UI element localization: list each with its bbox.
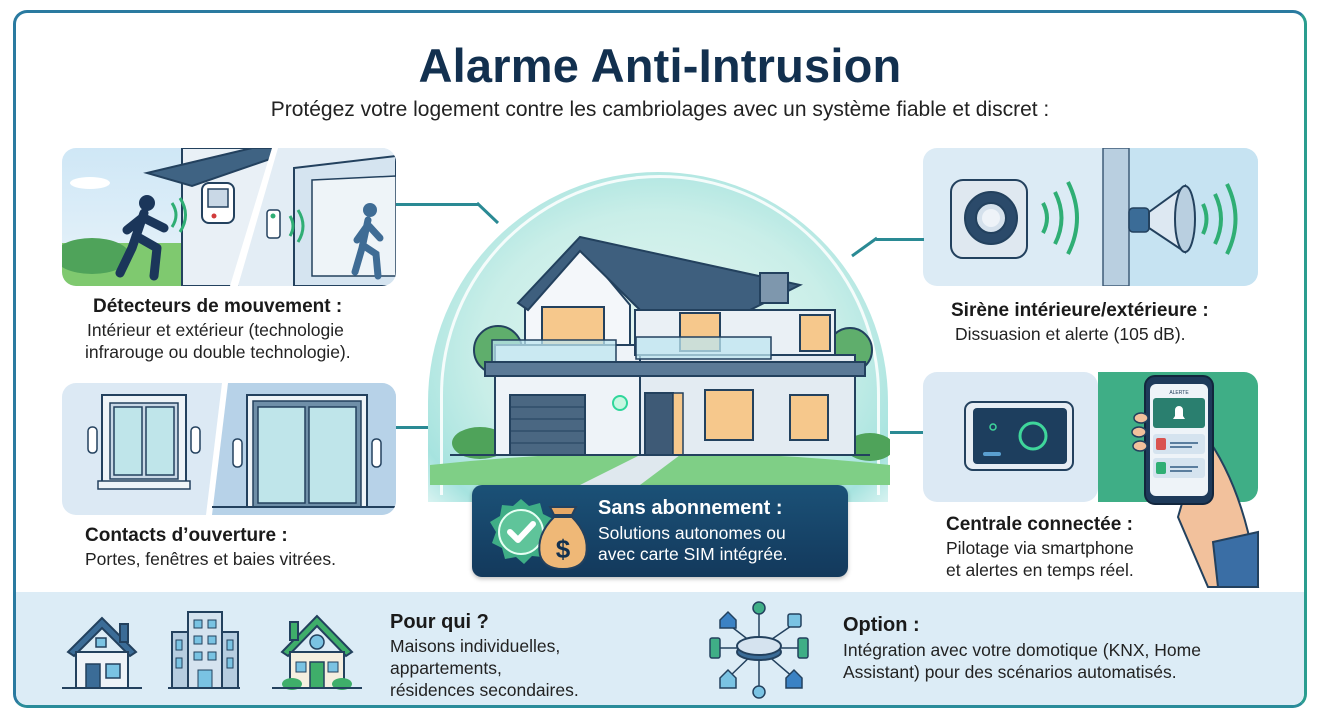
connector-motion [396,203,478,206]
money-bag-icon: $ [538,506,588,571]
no-subscription-desc-1: Solutions autonomes ou [598,523,786,543]
motion-detectors-desc-2: infrarouge ou double technologie). [85,342,351,362]
svg-text:$: $ [556,534,571,564]
apartment-building-icon [168,611,240,689]
motion-detectors-title: Détecteurs de mouvement : [93,296,343,317]
for-whom-line-2: appartements, [390,658,502,678]
opening-contacts-title: Contacts d’ouverture : [85,525,288,546]
connector-siren-diagonal [851,236,878,258]
house-icon [62,616,142,689]
opening-contacts-desc: Portes, fenêtres et baies vitrées. [85,549,336,569]
connected-hub-title: Centrale connectée : [946,514,1133,535]
connector-contacts [396,426,431,429]
connected-hub-illustration: ALERTE [923,372,1260,588]
no-subscription-title: Sans abonnement : [598,497,783,519]
for-whom-title: Pour qui ? [390,611,489,633]
siren-desc: Dissuasion et alerte (105 dB). [955,324,1186,344]
no-subscription-banner: $ Sans abonnement : Solutions autonomes … [472,485,848,577]
connector-hub [890,431,923,434]
connector-siren [876,238,924,241]
connected-hub-desc-2: et alertes en temps réel. [946,560,1134,580]
motion-detectors-illustration [62,148,396,286]
siren-title: Sirène intérieure/extérieure : [951,300,1209,321]
for-whom-line-1: Maisons individuelles, [390,636,561,656]
svg-text:ALERTE: ALERTE [1169,390,1189,396]
page-title: Alarme Anti-Intrusion [418,39,902,92]
for-whom-line-3: résidences secondaires. [390,680,579,700]
page-subtitle: Protégez votre logement contre les cambr… [270,98,1050,121]
connected-hub-desc-1: Pilotage via smartphone [946,538,1134,558]
home-automation-hub-icon [709,601,809,699]
country-house-icon [272,614,362,690]
option-line-1: Intégration avec votre domotique (KNX, H… [843,640,1201,660]
house-illustration [430,235,890,485]
option-title: Option : [843,614,920,636]
siren-illustration [923,148,1258,286]
checkmark-badge-icon [490,499,554,564]
motion-detectors-desc-1: Intérieur et extérieur (technologie [87,320,344,340]
option-line-2: Assistant) pour des scénarios automatisé… [843,662,1177,682]
no-subscription-desc-2: avec carte SIM intégrée. [598,544,788,564]
opening-contacts-illustration [62,383,396,515]
connector-motion-diagonal [476,201,500,225]
